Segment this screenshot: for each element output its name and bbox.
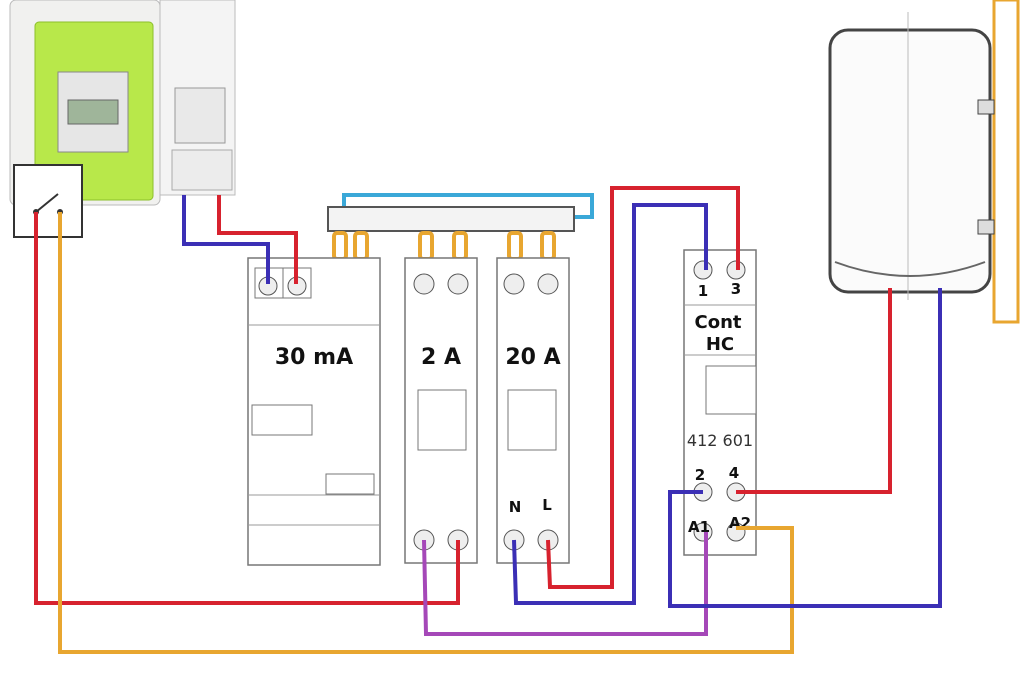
- wire-coil-2a-a1: [422, 532, 708, 636]
- contactor-reference: 412 601: [687, 431, 753, 450]
- terminal-n-label: N: [509, 498, 522, 516]
- terminal-4-label: 4: [729, 464, 739, 482]
- terminal-2-label: 2: [695, 466, 705, 484]
- rcd-label: 30 mA: [275, 345, 353, 370]
- breaker-20a: 20 A N L: [496, 257, 570, 564]
- wire-control-switch-a2: [58, 212, 794, 654]
- wire-neutral-meter-rcd: [182, 195, 270, 284]
- contactor-title-line1: Cont: [695, 312, 742, 333]
- wire-phase-contactor-heater: [736, 288, 892, 494]
- wire-phase-switch-2a: [34, 212, 460, 605]
- rcd-30ma: 30 mA: [247, 257, 381, 566]
- wire-phase-20a-contactor: [546, 186, 740, 589]
- water-heater-icon: [828, 0, 1020, 324]
- terminal-1-label: 1: [698, 282, 708, 300]
- wire-neutral-contactor-heater: [668, 288, 942, 608]
- contactor-hc: Cont HC 412 601 1 3 2 4 A1 A2: [683, 249, 757, 556]
- busbar: [327, 193, 594, 261]
- breaker-2a-label: 2 A: [421, 345, 461, 370]
- breaker-20a-label: 20 A: [505, 345, 560, 370]
- electric-meter-icon: [9, 0, 236, 206]
- terminal-3-label: 3: [731, 280, 741, 298]
- breaker-2a: 2 A: [404, 257, 478, 564]
- wire-neutral-20a-contactor: [512, 203, 708, 605]
- terminal-a1-label: A1: [688, 518, 710, 536]
- wire-phase-meter-rcd: [217, 195, 298, 284]
- switch-icon: [13, 164, 83, 238]
- contactor-title-line2: HC: [706, 334, 734, 355]
- terminal-l-label: L: [542, 496, 552, 514]
